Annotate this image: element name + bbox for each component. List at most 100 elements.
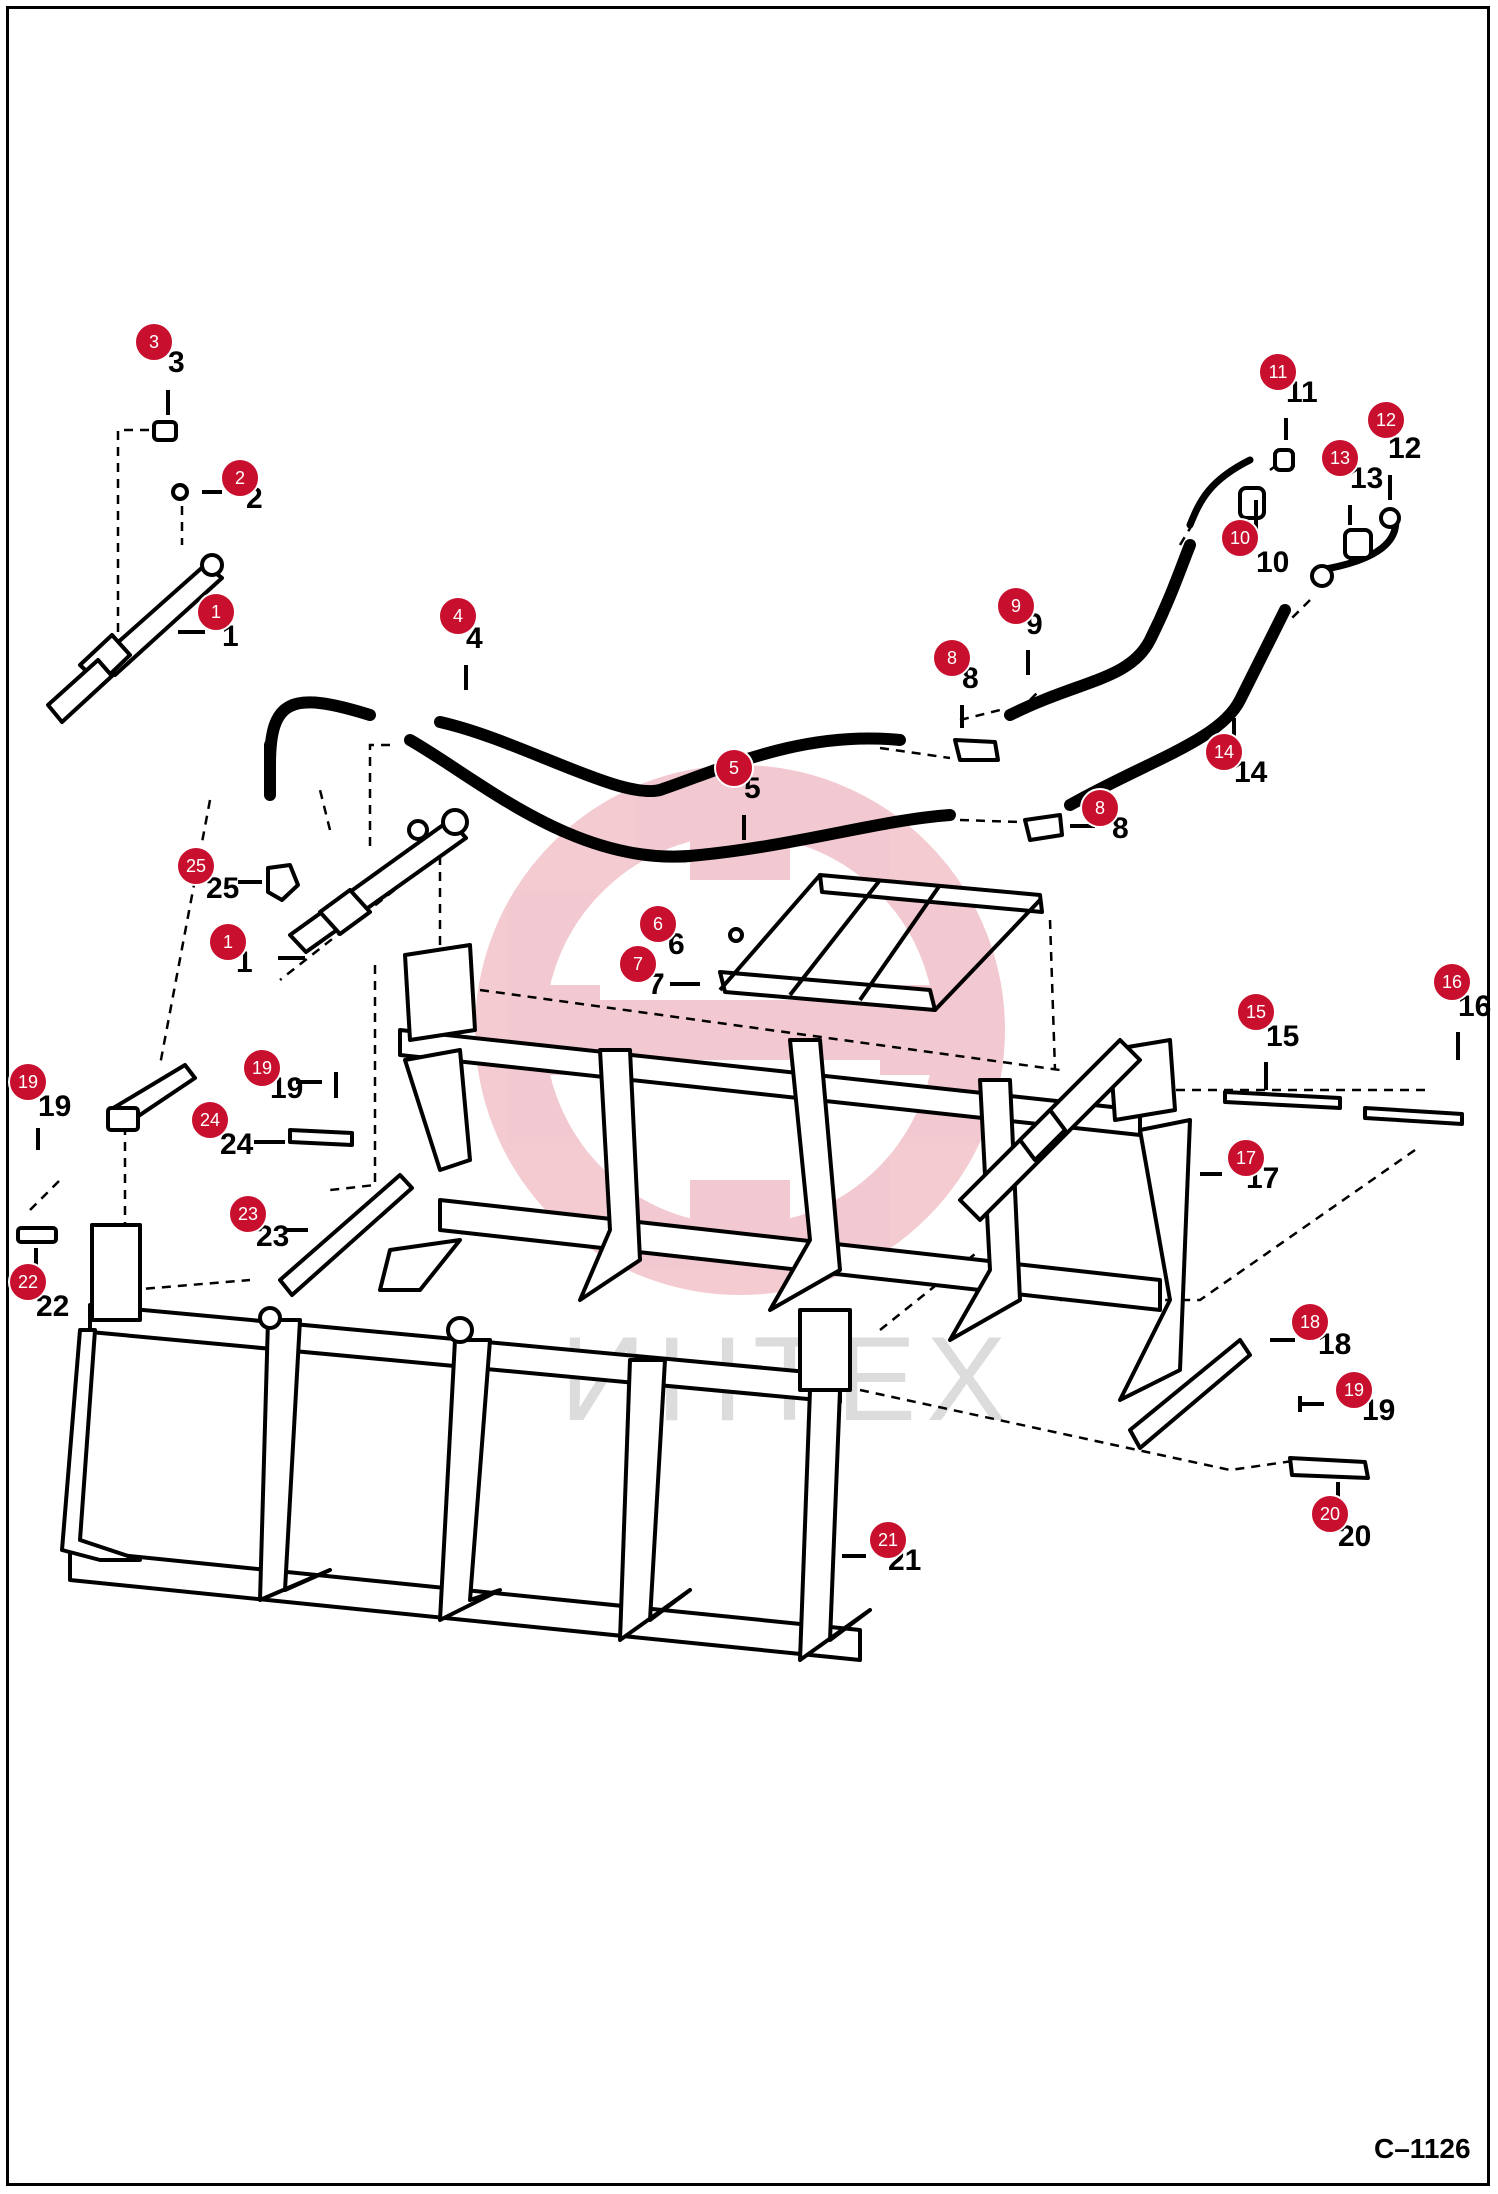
badge-circle[interactable] bbox=[1290, 1302, 1330, 1342]
badge-number: 8 bbox=[947, 648, 957, 668]
badge-circle[interactable] bbox=[1432, 962, 1472, 1002]
badge-circle[interactable] bbox=[1080, 788, 1120, 828]
badge-circle[interactable] bbox=[868, 1520, 908, 1560]
callout-badge[interactable]: 8 bbox=[1080, 788, 1120, 828]
badge-circle[interactable] bbox=[8, 1062, 48, 1102]
tee-fitting-8a bbox=[953, 738, 1000, 762]
callout-badge[interactable]: 17 bbox=[1226, 1138, 1266, 1178]
badge-circle[interactable] bbox=[932, 638, 972, 678]
callout-badge[interactable]: 14 bbox=[1204, 732, 1244, 772]
badge-number: 1 bbox=[211, 602, 221, 622]
callout-badge[interactable]: 3 bbox=[134, 322, 174, 362]
callout-c6: 66 bbox=[638, 904, 685, 961]
badge-number: 7 bbox=[633, 954, 643, 974]
badge-circle[interactable] bbox=[638, 904, 678, 944]
badge-circle[interactable] bbox=[208, 922, 248, 962]
badge-number: 14 bbox=[1214, 742, 1234, 762]
badge-circle[interactable] bbox=[1236, 992, 1276, 1032]
callout-badge[interactable]: 23 bbox=[228, 1194, 268, 1234]
badge-circle[interactable] bbox=[1258, 352, 1298, 392]
callout-badge[interactable]: 9 bbox=[996, 586, 1036, 626]
callout-badge[interactable]: 24 bbox=[190, 1100, 230, 1140]
callout-c5: 55 bbox=[714, 748, 761, 805]
callout-badge[interactable]: 7 bbox=[618, 944, 658, 984]
callout-badge[interactable]: 12 bbox=[1366, 400, 1406, 440]
callout-badge[interactable]: 25 bbox=[176, 846, 216, 886]
callout-number: 3 bbox=[168, 346, 185, 379]
drawing-frame bbox=[6, 6, 1490, 2186]
badge-number: 21 bbox=[878, 1530, 898, 1550]
callout-badge[interactable]: 20 bbox=[1310, 1494, 1350, 1534]
badge-circle[interactable] bbox=[1310, 1494, 1350, 1534]
badge-circle[interactable] bbox=[134, 322, 174, 362]
badge-circle[interactable] bbox=[438, 596, 478, 636]
front-grapple-frame-21 bbox=[60, 1223, 872, 1662]
callout-c3: 33 bbox=[134, 322, 185, 379]
callout-badge[interactable]: 19 bbox=[242, 1048, 282, 1088]
callout-number: 19 bbox=[38, 1090, 71, 1123]
badge-number: 20 bbox=[1320, 1504, 1340, 1524]
pin-16 bbox=[1363, 1106, 1464, 1126]
callout-badge[interactable]: 1 bbox=[196, 592, 236, 632]
badge-circle[interactable] bbox=[1334, 1370, 1374, 1410]
badge-number: 22 bbox=[18, 1272, 38, 1292]
tee-fitting-8b bbox=[1023, 813, 1064, 842]
badge-circle[interactable] bbox=[228, 1194, 268, 1234]
callout-badge[interactable]: 19 bbox=[1334, 1370, 1374, 1410]
callout-badge[interactable]: 15 bbox=[1236, 992, 1276, 1032]
callout-badge[interactable]: 8 bbox=[932, 638, 972, 678]
badge-circle[interactable] bbox=[190, 1100, 230, 1140]
badge-number: 19 bbox=[18, 1072, 38, 1092]
badge-circle[interactable] bbox=[176, 846, 216, 886]
badge-number: 1 bbox=[223, 932, 233, 952]
badge-circle[interactable] bbox=[1320, 438, 1360, 478]
callout-badge[interactable]: 1 bbox=[208, 922, 248, 962]
callout-badge[interactable]: 19 bbox=[8, 1062, 48, 1102]
badge-number: 17 bbox=[1236, 1148, 1256, 1168]
callout-badge[interactable]: 5 bbox=[714, 748, 754, 788]
callout-badge[interactable]: 18 bbox=[1290, 1302, 1330, 1342]
badge-number: 24 bbox=[200, 1110, 220, 1130]
badge-circle[interactable] bbox=[220, 458, 260, 498]
callout-badge[interactable]: 16 bbox=[1432, 962, 1472, 1002]
right-cylinder bbox=[958, 1038, 1142, 1222]
callout-badge[interactable]: 11 bbox=[1258, 352, 1298, 392]
badge-circle[interactable] bbox=[242, 1048, 282, 1088]
hose-9 bbox=[1004, 539, 1196, 721]
badge-circle[interactable] bbox=[996, 586, 1036, 626]
badge-number: 8 bbox=[1095, 798, 1105, 818]
callout-badge[interactable]: 13 bbox=[1320, 438, 1360, 478]
callout-badge[interactable]: 22 bbox=[8, 1262, 48, 1302]
cylinder-1-upper bbox=[46, 553, 224, 724]
fittings-10-13 bbox=[1238, 448, 1401, 588]
link-18 bbox=[1128, 1338, 1252, 1450]
badge-circle[interactable] bbox=[714, 748, 754, 788]
callout-badge[interactable]: 21 bbox=[868, 1520, 908, 1560]
badge-number: 2 bbox=[235, 468, 245, 488]
callout-badge[interactable]: 4 bbox=[438, 596, 478, 636]
hose-14 bbox=[1064, 604, 1291, 811]
badge-number: 13 bbox=[1330, 448, 1350, 468]
badge-circle[interactable] bbox=[1226, 1138, 1266, 1178]
callout-badge[interactable]: 2 bbox=[220, 458, 260, 498]
callout-number: 15 bbox=[1266, 1020, 1299, 1053]
drawing-reference: C–1126 bbox=[1374, 2133, 1471, 2164]
callout-badge[interactable]: 6 bbox=[638, 904, 678, 944]
badge-circle[interactable] bbox=[1366, 400, 1406, 440]
badge-circle[interactable] bbox=[8, 1262, 48, 1302]
badge-circle[interactable] bbox=[1204, 732, 1244, 772]
pin-23 bbox=[278, 1173, 414, 1297]
badge-circle[interactable] bbox=[1220, 518, 1260, 558]
badge-circle[interactable] bbox=[196, 592, 236, 632]
badge-circle[interactable] bbox=[618, 944, 658, 984]
callout-badge[interactable]: 10 bbox=[1220, 518, 1260, 558]
pin-15 bbox=[1223, 1090, 1342, 1110]
